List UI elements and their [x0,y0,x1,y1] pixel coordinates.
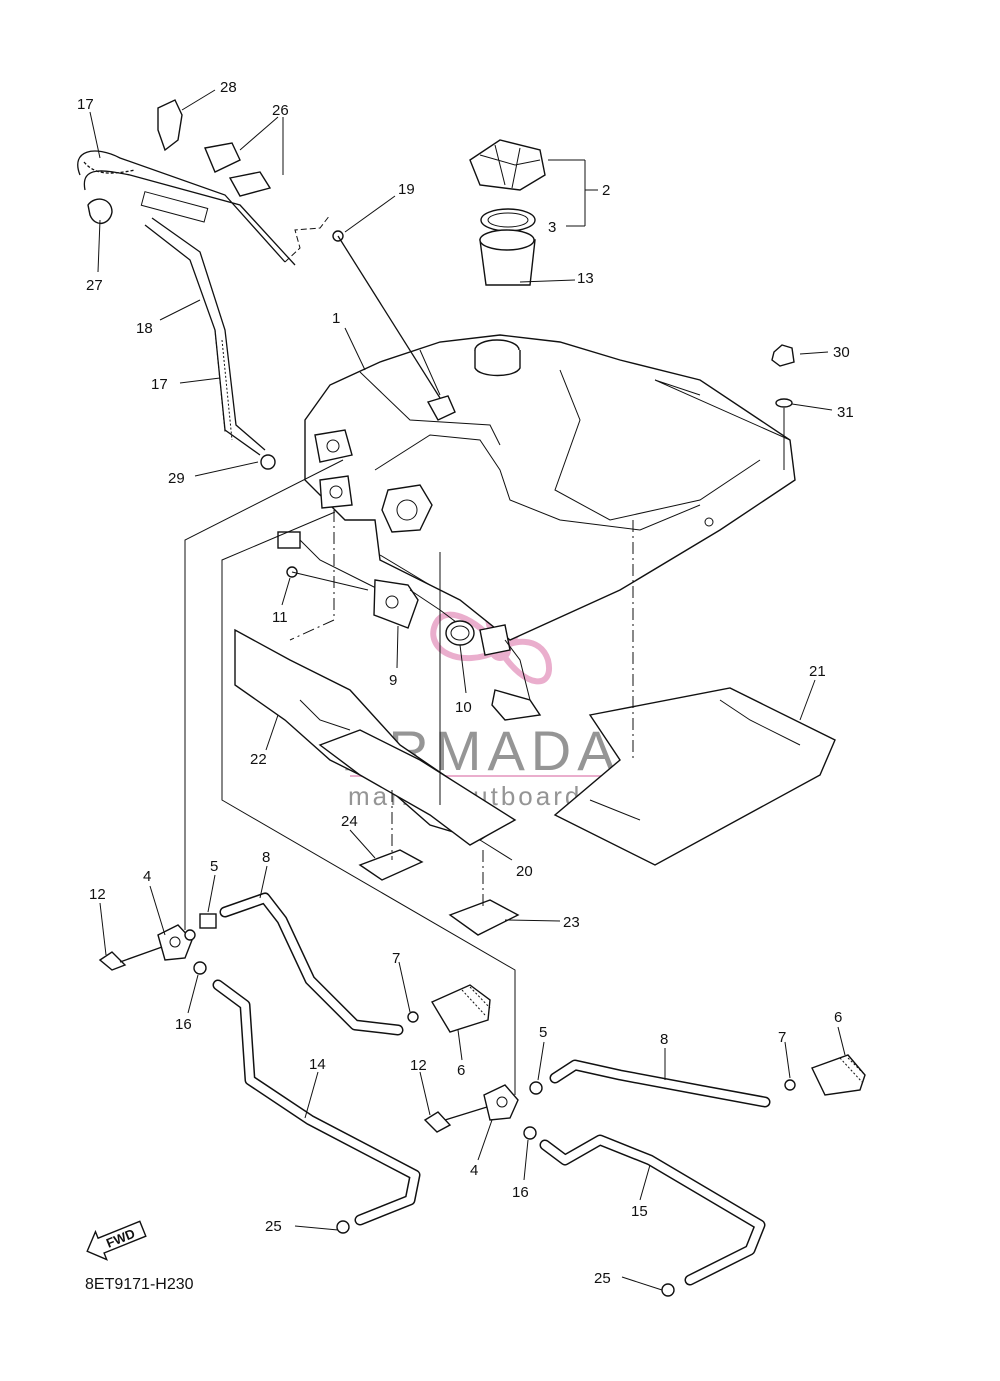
callout-18: 18 [136,320,153,337]
callout-10: 10 [455,699,472,716]
callout-22: 22 [250,751,267,768]
fuel-cap-assembly [469,139,546,286]
fuel-hose-14 [212,979,421,1234]
clamp-28 [157,99,183,152]
callout-2: 2 [602,182,610,199]
callout-27: 27 [86,277,103,294]
callout-25-right: 25 [594,1270,611,1287]
fuel-filter-left [407,984,491,1033]
leader-lines [89,89,846,1291]
callout-17-top: 17 [77,96,94,113]
clip-27 [87,198,113,224]
callout-29: 29 [168,470,185,487]
callout-6-left: 6 [457,1062,465,1079]
callout-23: 23 [563,914,580,931]
nut-30 [771,344,795,367]
callout-5-right: 5 [539,1024,547,1041]
callout-3: 3 [548,219,556,236]
clamp-29 [260,454,276,470]
fuel-filter-right [784,1054,866,1096]
heat-shield-20 [318,729,517,846]
callout-16-left: 16 [175,1016,192,1033]
callout-1: 1 [332,310,340,327]
washer-31 [775,398,793,408]
callout-12-left: 12 [89,886,106,903]
callout-14: 14 [309,1056,326,1073]
callouts: 1 2 3 4 4 5 5 6 6 7 7 8 8 9 10 11 12 12 … [77,79,854,1287]
heat-shield-21 [553,687,836,866]
callout-24: 24 [341,813,358,830]
callout-4-right: 4 [470,1162,478,1179]
fuel-sender [277,531,542,721]
callout-19: 19 [398,181,415,198]
callout-13: 13 [577,270,594,287]
fuel-hose-8-left [199,892,404,1036]
pad-23 [448,899,520,936]
vent-fitting-19 [332,230,441,399]
callout-15: 15 [631,1203,648,1220]
fuel-hose-8-right [549,1059,771,1108]
fuel-hose-15 [539,1134,766,1297]
clip-26a [204,142,272,197]
callout-7-right: 7 [778,1029,786,1046]
callout-28: 28 [220,79,237,96]
callout-8-left: 8 [262,849,270,866]
bracket-2-3 [548,159,598,227]
callout-26: 26 [272,102,289,119]
callout-4-left: 4 [143,868,151,885]
fuel-cock-right [423,1081,543,1140]
fuel-tank [304,334,796,641]
diagram-code: 8ET9171-H230 [85,1276,194,1293]
pad-24 [358,849,424,881]
callout-9: 9 [389,672,397,689]
assembly-lines [184,459,634,1095]
fuel-cock-left [98,924,207,975]
callout-7-left: 7 [392,950,400,967]
callout-25-left: 25 [265,1218,282,1235]
callout-5-left: 5 [210,858,218,875]
callout-21: 21 [809,663,826,680]
breather-hose-assembly [77,99,331,470]
callout-17-mid: 17 [151,376,168,393]
forward-arrow: FWD [86,1220,147,1261]
callout-12-right: 12 [410,1057,427,1074]
callout-6-right: 6 [834,1009,842,1026]
callout-30: 30 [833,344,850,361]
callout-20: 20 [516,863,533,880]
callout-31: 31 [837,404,854,421]
callout-11: 11 [272,609,288,626]
callout-16-right: 16 [512,1184,529,1201]
callout-8-right: 8 [660,1031,668,1048]
